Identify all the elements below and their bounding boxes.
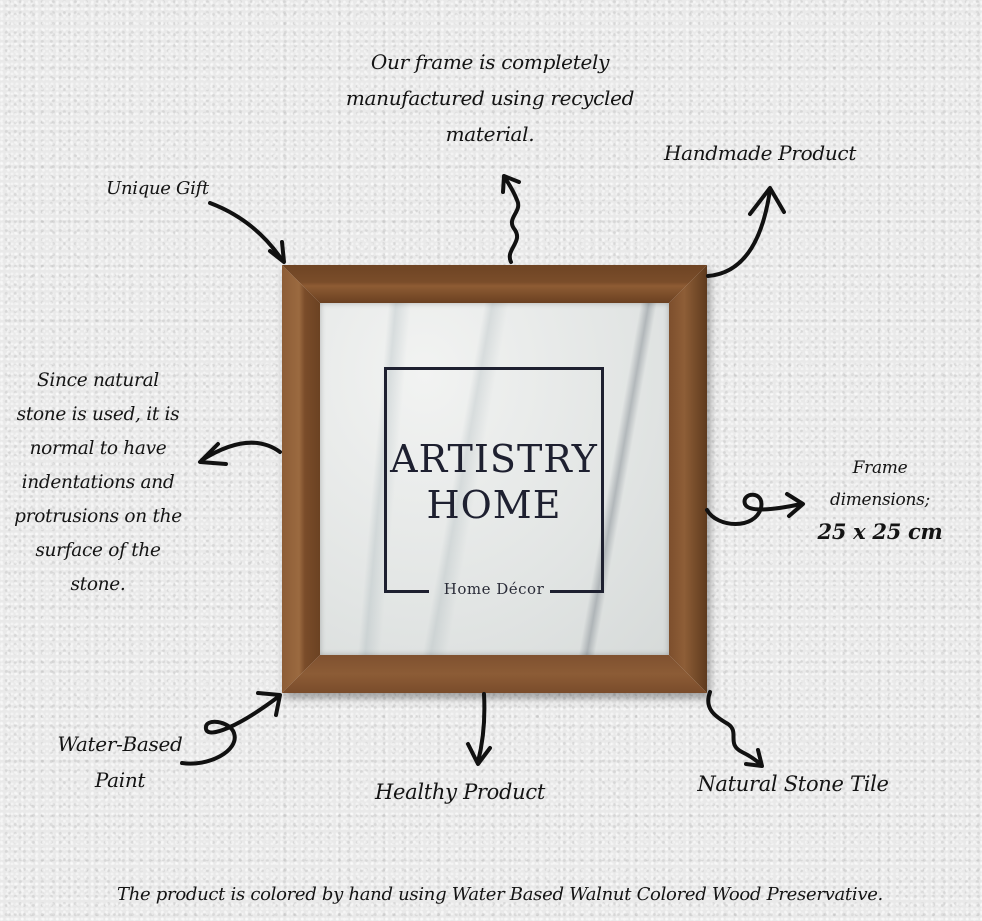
callout-line: normal to have (29, 438, 167, 459)
frame-rail-right (669, 265, 707, 693)
callout-natural-stone-note: Since natural stone is used, it is norma… (0, 364, 196, 602)
brand-name-line1: ARTISTRY (390, 437, 598, 481)
callout-frame-dimensions: Frame dimensions; 25 x 25 cm (810, 452, 950, 548)
logo-border-bottom-left (384, 590, 429, 593)
callout-line: material. (445, 122, 535, 146)
callout-healthy-product: Healthy Product (355, 775, 565, 809)
arrow-natural-stone-icon (198, 440, 282, 466)
callout-line: 25 x 25 cm (817, 519, 943, 544)
brand-name-line2: HOME (426, 483, 562, 527)
callout-line: Paint (94, 768, 146, 792)
product-frame: ARTISTRY HOME Home Décor (282, 265, 707, 693)
arrow-dimensions-icon (705, 492, 805, 526)
frame-rail-left (282, 265, 320, 693)
callout-line: Our frame is completely (370, 50, 610, 74)
callout-unique-gift: Unique Gift (90, 172, 225, 206)
callout-line: stone. (70, 574, 126, 595)
arrow-recycled-icon (501, 174, 521, 264)
footer-text: The product is colored by hand using Wat… (117, 884, 883, 905)
callout-line: Frame (852, 458, 908, 478)
callout-line: Water-Based (57, 732, 183, 756)
arrow-unique-gift-icon (208, 201, 286, 264)
callout-line: surface of the (35, 540, 161, 561)
arrow-handmade-icon (706, 186, 786, 278)
frame-rail-bottom (282, 655, 707, 693)
arrow-natural-stone-tile-icon (706, 690, 764, 768)
footer-note: The product is colored by hand using Wat… (60, 880, 940, 910)
callout-line: stone is used, it is (16, 404, 180, 425)
callout-natural-stone-tile: Natural Stone Tile (688, 767, 898, 801)
callout-recycled-material: Our frame is completely manufactured usi… (325, 44, 655, 152)
callout-line: Healthy Product (375, 780, 545, 804)
stone-tile: ARTISTRY HOME Home Décor (320, 303, 669, 655)
callout-line: manufactured using recycled (345, 86, 635, 110)
callout-line: indentations and (21, 472, 175, 493)
arrow-water-based-paint-icon (180, 691, 282, 766)
brand-tagline: Home Décor (443, 580, 545, 598)
logo-border (384, 367, 604, 590)
callout-line: protrusions on the (14, 506, 182, 527)
callout-line: dimensions; (830, 490, 930, 510)
callout-line: Since natural (37, 370, 159, 391)
callout-water-based-paint: Water-Based Paint (40, 726, 200, 798)
callout-line: Natural Stone Tile (697, 772, 889, 796)
arrow-healthy-product-icon (466, 692, 492, 766)
logo-border-bottom-right (550, 590, 604, 593)
callout-line: Handmade Product (663, 141, 857, 165)
callout-handmade-product: Handmade Product (650, 136, 870, 170)
frame-rail-top (282, 265, 707, 303)
callout-line: Unique Gift (106, 178, 209, 199)
